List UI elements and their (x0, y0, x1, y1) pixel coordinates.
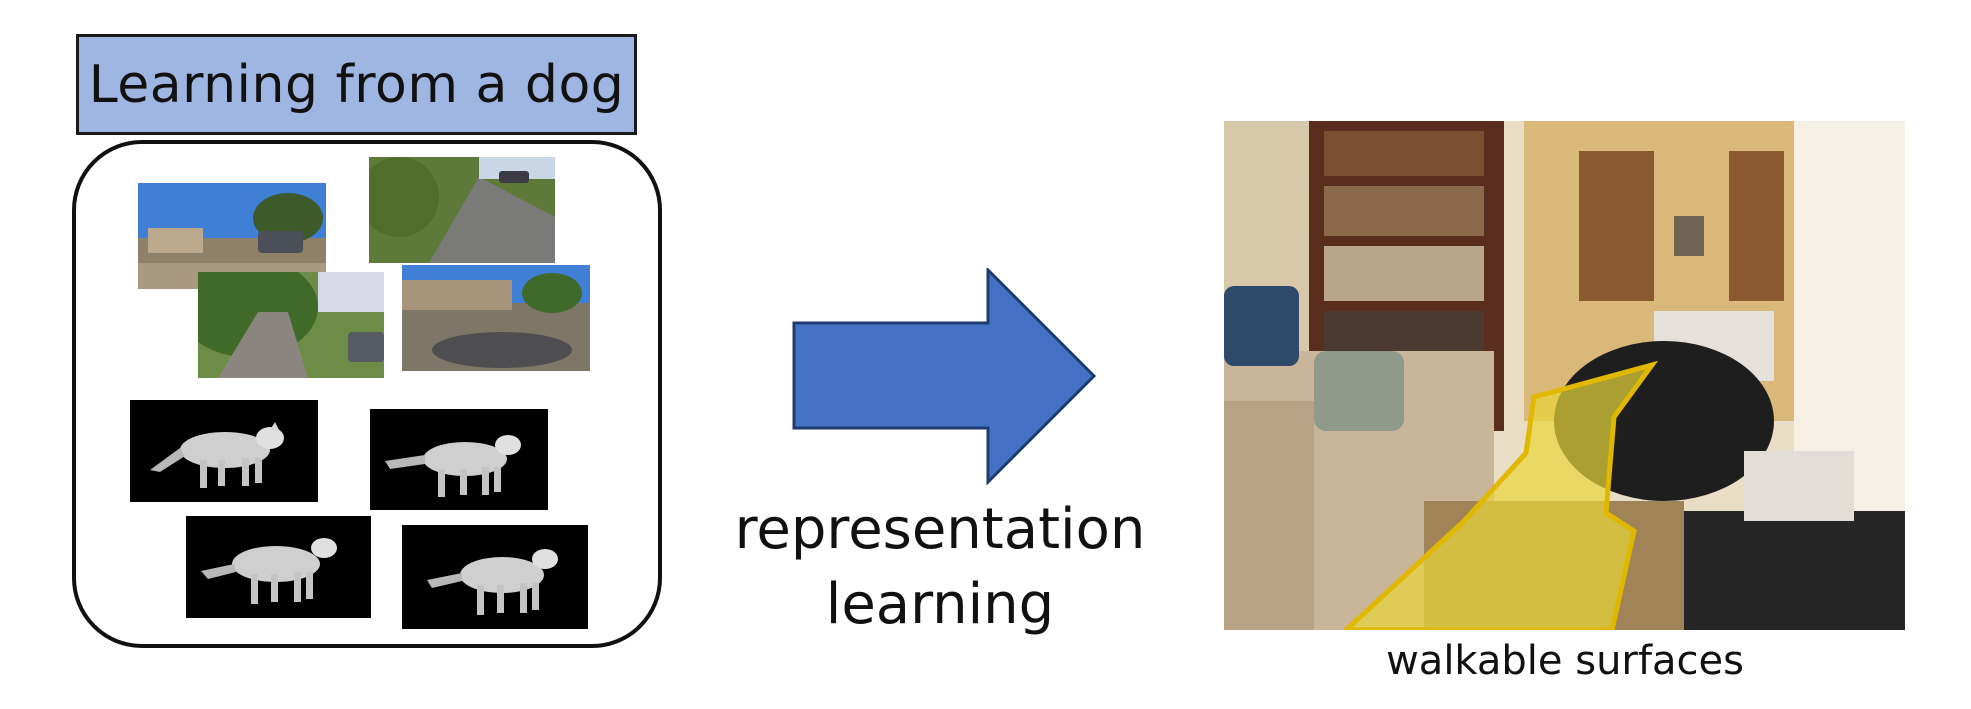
outdoor-photo-4 (402, 265, 590, 371)
arrow-caption-line1: representation (734, 497, 1146, 562)
result-caption: walkable surfaces (1386, 638, 1744, 684)
outdoor-photo-3 (198, 272, 384, 378)
dog-render-3 (186, 516, 371, 618)
arrow-caption-line2: learning (825, 572, 1055, 637)
dog-render-4 (402, 525, 588, 629)
dog-render-2 (370, 409, 548, 510)
walkable-surface-highlight (1342, 360, 1659, 630)
diagram-title: Learning from a dog (88, 54, 625, 115)
right-arrow-icon (792, 266, 1098, 486)
title-box: Learning from a dog (76, 34, 637, 135)
room-photo (1224, 121, 1905, 630)
arrow-caption: representation learning (700, 492, 1180, 642)
outdoor-photo-2 (369, 157, 555, 263)
dog-render-1 (130, 400, 318, 502)
